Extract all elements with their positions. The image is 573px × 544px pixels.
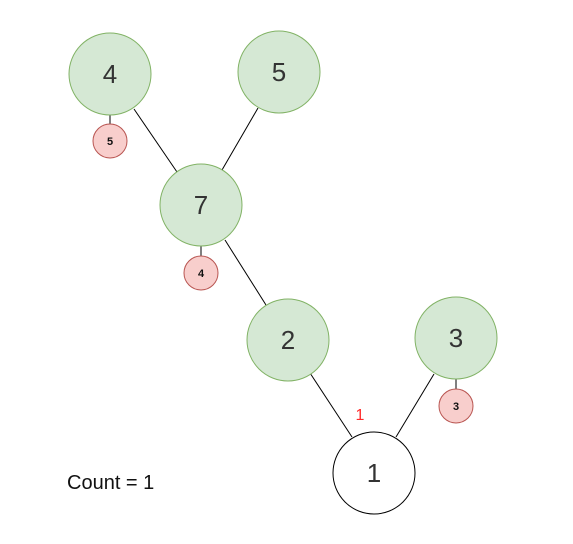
tree-node-4: 4 [68, 32, 152, 116]
badge-node-4: 5 [92, 123, 128, 159]
badge-circle [183, 255, 219, 291]
badge-circle [438, 388, 474, 424]
node-circle [237, 30, 321, 114]
badge-label: 4 [198, 268, 205, 280]
node-label: 2 [281, 325, 295, 355]
edge-7-2 [224, 239, 267, 306]
edge-4-7 [133, 108, 178, 173]
node-circle [332, 431, 416, 515]
tree-node-1: 1 [332, 431, 416, 515]
node-circle [68, 32, 152, 116]
tree-node-5: 5 [237, 30, 321, 114]
tree-node-7: 7 [159, 163, 243, 247]
badge-circle [92, 123, 128, 159]
tree-node-2: 2 [246, 298, 330, 382]
node-label: 7 [194, 190, 208, 220]
node-label: 1 [367, 458, 381, 488]
edge-3-1 [395, 373, 435, 438]
edge-2-1 [309, 372, 353, 438]
edge-5-7 [221, 107, 259, 171]
badge-label: 3 [453, 401, 459, 413]
badge-label: 5 [107, 136, 113, 148]
count-text: Count = 1 [67, 472, 154, 494]
edges [109, 107, 457, 438]
node-label: 3 [449, 323, 463, 353]
tree-node-3: 3 [414, 296, 498, 380]
node-label: 4 [103, 59, 117, 89]
badge-node-7: 4 [183, 255, 219, 291]
node-label: 5 [272, 57, 286, 87]
badge-node-3: 3 [438, 388, 474, 424]
edge-label: 1 [356, 407, 365, 424]
node-circle [414, 296, 498, 380]
node-circle [159, 163, 243, 247]
node-circle [246, 298, 330, 382]
